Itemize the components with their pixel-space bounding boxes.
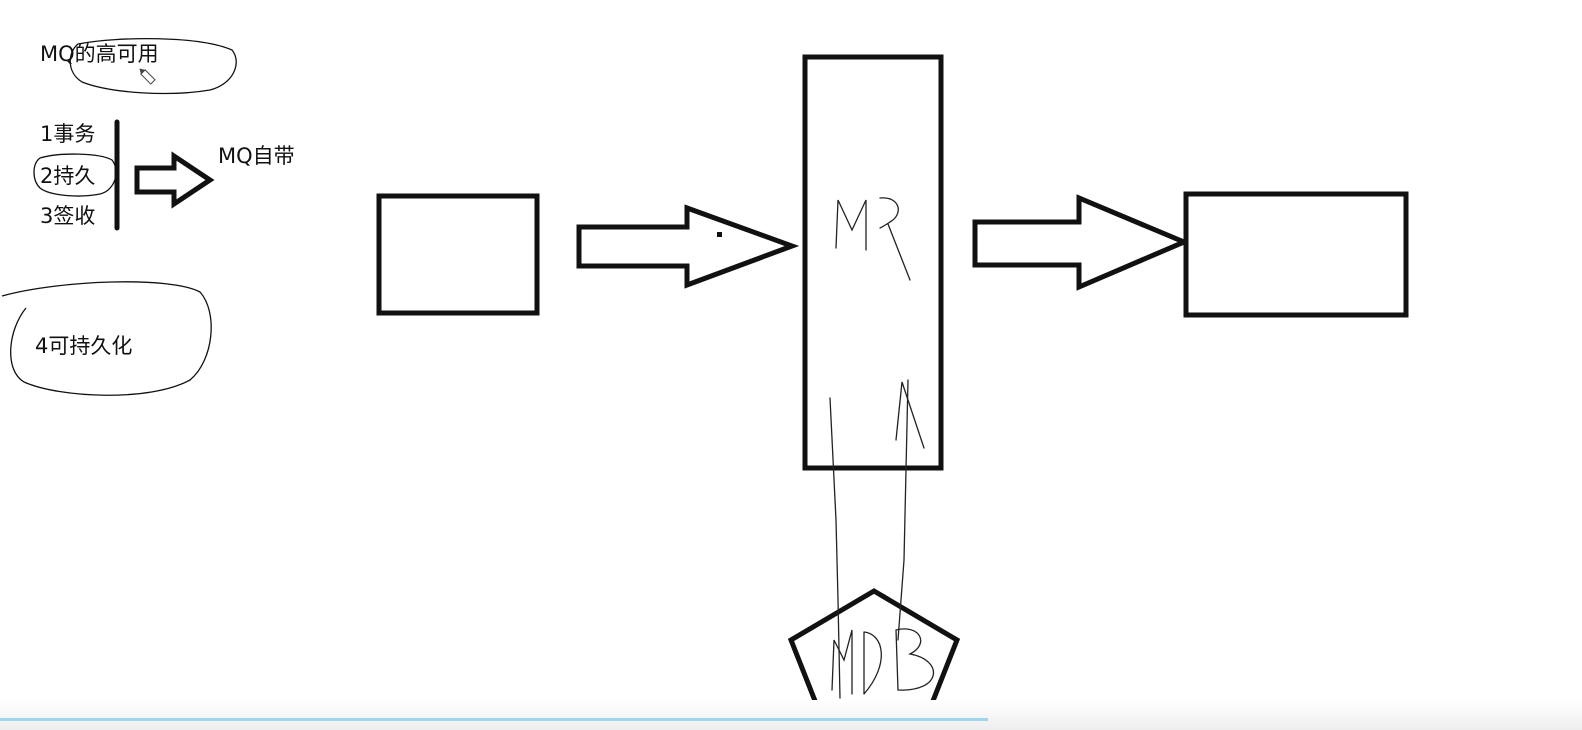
producer-box — [376, 193, 540, 316]
small-block-arrow — [134, 151, 215, 209]
database-pentagon — [787, 588, 961, 719]
page-title: MQ的高可用 — [40, 42, 159, 66]
list-item-transaction: 1事务 — [40, 122, 96, 146]
list-item-acknowledge: 3签收 — [40, 204, 96, 228]
producer-to-mq-arrow — [576, 204, 800, 289]
arrow-dot-mark — [717, 232, 722, 237]
list-item-persistence: 2持久 — [40, 164, 96, 188]
item2-highlight-oval — [33, 153, 117, 197]
builtin-label: MQ自带 — [218, 144, 295, 168]
pencil-cursor-icon — [139, 68, 156, 85]
mq-to-consumer-arrow — [972, 194, 1191, 291]
bottom-edge-shadow — [0, 700, 1582, 730]
mq-handwriting — [835, 197, 911, 281]
title-highlight-oval — [69, 37, 237, 95]
consumer-box — [1183, 191, 1409, 318]
progress-line — [0, 718, 988, 721]
list-item-durable: 4可持久化 — [35, 334, 133, 358]
mq-broker-box — [802, 54, 944, 471]
item4-highlight-oval — [1, 281, 212, 396]
db-handwriting — [831, 628, 935, 695]
